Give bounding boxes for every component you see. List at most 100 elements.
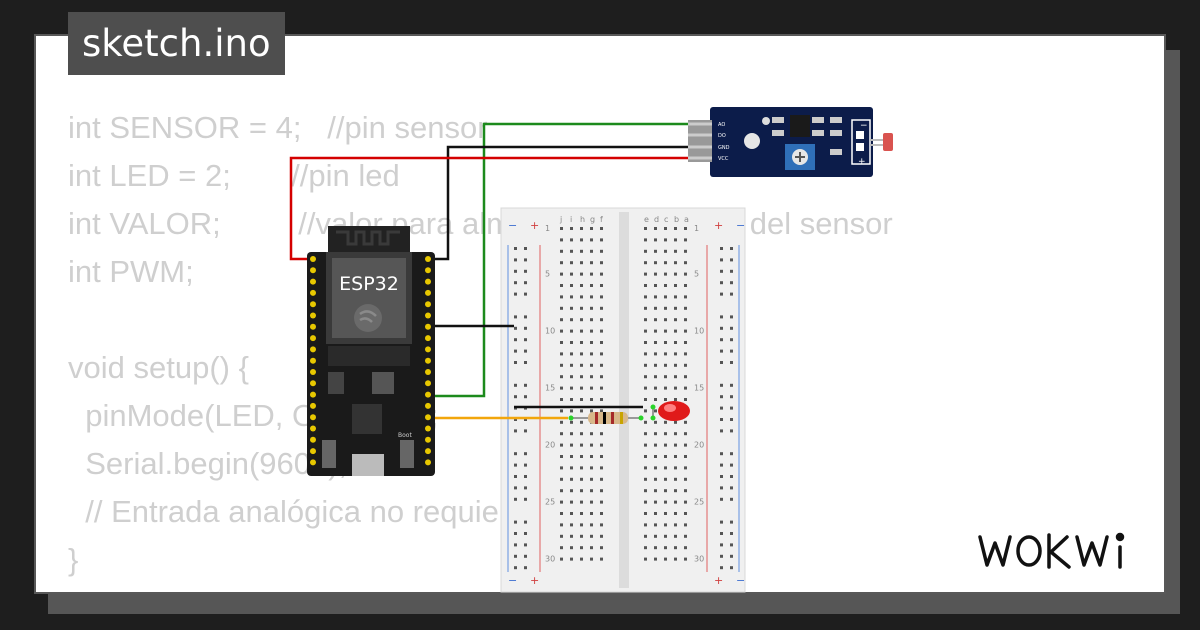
breadboard-hole: [664, 466, 667, 470]
breadboard-hole: [514, 418, 517, 421]
breadboard-hole: [514, 475, 517, 478]
breadboard-hole: [720, 292, 723, 296]
breadboard-hole: [674, 523, 677, 527]
breadboard-hole: [654, 534, 657, 538]
breadboard-label: 25: [694, 498, 704, 507]
breadboard-hole: [570, 284, 573, 287]
breadboard-holes: [514, 227, 733, 570]
breadboard-hole: [590, 398, 593, 401]
breadboard-hole: [720, 258, 723, 262]
breadboard-hole: [730, 486, 733, 490]
breadboard-hole: [674, 306, 677, 310]
breadboard-hole: [720, 520, 723, 524]
breadboard-hole: [664, 557, 667, 561]
breadboard-hole: [654, 363, 657, 367]
breadboard-hole: [674, 432, 677, 436]
breadboard-hole: [644, 557, 647, 561]
breadboard-hole: [684, 523, 687, 527]
esp32-pin: [425, 312, 431, 319]
breadboard-hole: [664, 432, 667, 436]
breadboard-hole: [570, 375, 573, 379]
sensor-header-minus: −: [860, 121, 868, 131]
breadboard-hole: [514, 247, 517, 250]
esp32-pin: [425, 425, 431, 432]
breadboard-hole: [644, 295, 647, 299]
esp32-pin: [310, 323, 316, 330]
breadboard-hole: [524, 566, 527, 570]
breadboard-hole: [514, 497, 517, 501]
breadboard-hole: [674, 466, 677, 470]
breadboard-label: d: [654, 215, 659, 224]
breadboard-hole: [524, 338, 527, 342]
breadboard-label: 5: [545, 270, 550, 279]
sensor-pin-gnd: GND: [718, 145, 730, 151]
breadboard-hole: [580, 375, 583, 379]
breadboard-hole: [590, 272, 593, 276]
breadboard-hole: [600, 443, 603, 447]
rail-minus-label: −: [508, 574, 517, 587]
breadboard-hole: [524, 315, 527, 319]
breadboard-hole: [654, 284, 657, 287]
breadboard-hole: [514, 463, 517, 467]
breadboard-hole: [654, 489, 657, 493]
breadboard-hole: [570, 455, 573, 458]
breadboard-hole: [644, 227, 647, 230]
breadboard-label: h: [580, 215, 585, 224]
breadboard-hole: [524, 258, 527, 262]
breadboard-hole: [720, 361, 723, 364]
breadboard-hole: [644, 455, 647, 458]
breadboard-hole: [514, 452, 517, 456]
breadboard-hole: [580, 409, 583, 413]
breadboard-hole: [514, 566, 517, 570]
breadboard-hole: [580, 318, 583, 322]
breadboard-hole: [684, 375, 687, 379]
breadboard-hole: [720, 338, 723, 342]
breadboard-hole: [570, 477, 573, 481]
breadboard-hole: [644, 432, 647, 436]
breadboard-hole: [720, 269, 723, 273]
breadboard-hole: [664, 443, 667, 447]
breadboard-hole: [684, 227, 687, 230]
breadboard-hole: [590, 489, 593, 493]
breadboard-hole: [730, 475, 733, 478]
breadboard-hole: [560, 261, 563, 265]
breadboard-hole: [644, 398, 647, 401]
breadboard-hole: [560, 318, 563, 322]
breadboard-hole: [590, 261, 593, 265]
breadboard-hole: [600, 363, 603, 367]
breadboard-hole: [514, 292, 517, 296]
breadboard-hole: [720, 418, 723, 421]
breadboard-hole: [580, 352, 583, 356]
breadboard-hole: [600, 272, 603, 276]
esp32-pin: [425, 278, 431, 285]
breadboard-hole: [580, 489, 583, 493]
breadboard-hole: [590, 500, 593, 504]
breadboard-hole: [524, 475, 527, 478]
esp32-pin: [425, 289, 431, 296]
esp32-pin: [310, 278, 316, 285]
breadboard-hole: [664, 500, 667, 504]
breadboard-hole: [654, 432, 657, 436]
breadboard-hole: [664, 272, 667, 276]
breadboard-label: 15: [545, 384, 555, 393]
breadboard-hole: [560, 489, 563, 493]
breadboard-hole: [644, 534, 647, 538]
breadboard-hole: [654, 443, 657, 447]
breadboard-hole: [560, 534, 563, 538]
breadboard-hole: [580, 227, 583, 230]
wire-green-sensor-ao: [428, 122, 690, 398]
breadboard-label: 5: [694, 270, 699, 279]
breadboard-hole: [684, 489, 687, 493]
rail-plus-label: +: [530, 574, 539, 587]
breadboard-hole: [654, 386, 657, 390]
breadboard-hole: [664, 261, 667, 265]
breadboard-hole: [560, 443, 563, 447]
breadboard-hole: [684, 341, 687, 344]
breadboard-hole: [730, 452, 733, 456]
breadboard-hole: [600, 500, 603, 504]
esp32-pin: [310, 425, 316, 432]
breadboard-hole: [580, 466, 583, 470]
esp32-pin: [425, 448, 431, 455]
breadboard-hole: [600, 329, 603, 333]
